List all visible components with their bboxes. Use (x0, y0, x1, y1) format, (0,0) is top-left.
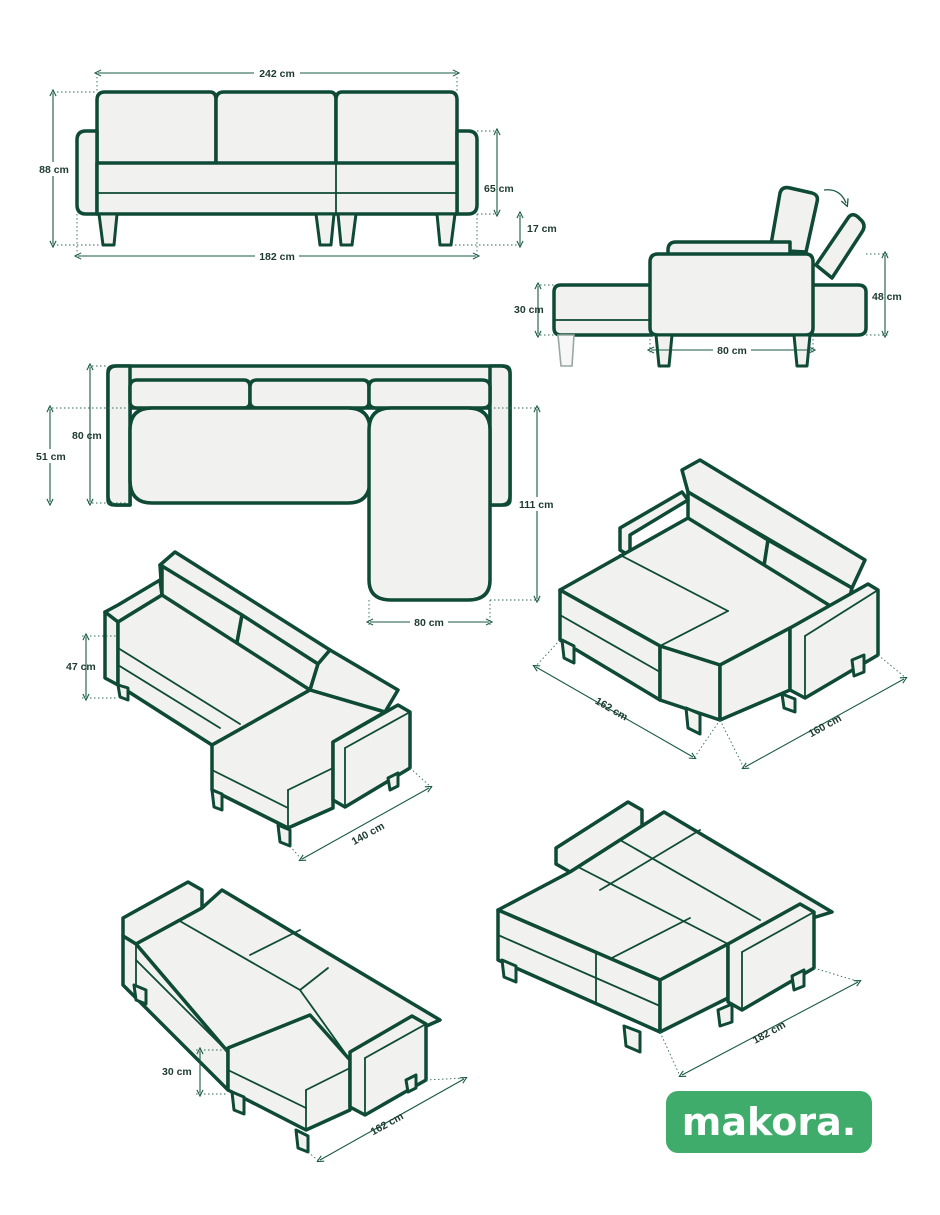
iso-bed-length-label: 160 cm (807, 712, 844, 740)
side-depth-label: 80 cm (717, 345, 747, 357)
top-chaise-length-label: 111 cm (519, 499, 553, 511)
top-view: 80 cm 51 cm 111 cm 80 cm (33, 366, 557, 629)
iso-chaise-seat-height-label: 47 cm (66, 661, 96, 673)
front-seat-width-label: 182 cm (259, 251, 295, 263)
iso-chaise-view: 47 cm 140 cm (66, 550, 432, 860)
iso-bed-flat-length-label: 182 cm (751, 1019, 788, 1047)
brand-logo: makora. (666, 1091, 872, 1153)
iso-flat-length-label: 162 cm (369, 1110, 406, 1138)
front-arm-height-label: 65 cm (484, 183, 514, 195)
top-chaise-width-label: 80 cm (414, 617, 444, 629)
logo-text: makora. (682, 1100, 856, 1144)
front-width-label: 242 cm (259, 68, 295, 80)
front-view: 242 cm 88 cm 65 cm 17 cm 182 cm (36, 66, 557, 263)
iso-flat-view: 30 cm 162 cm (121, 880, 466, 1163)
iso-flat-seat-height-label: 30 cm (162, 1066, 192, 1078)
side-seat-height-label: 30 cm (514, 304, 544, 316)
front-height-label: 88 cm (39, 164, 69, 176)
iso-chaise-length-label: 140 cm (350, 820, 387, 848)
logo-badge (666, 1091, 872, 1153)
side-back-height-label: 48 cm (872, 291, 902, 303)
top-depth-label: 80 cm (72, 430, 102, 442)
top-seat-depth-label: 51 cm (36, 451, 66, 463)
iso-bed-flat-view: 182 cm (496, 800, 860, 1076)
front-leg-height-label: 17 cm (527, 223, 557, 235)
side-view: 30 cm 48 cm 80 cm (514, 185, 902, 368)
iso-bed-view: 162 cm 160 cm (534, 458, 906, 768)
iso-bed-width-label: 162 cm (593, 695, 630, 723)
